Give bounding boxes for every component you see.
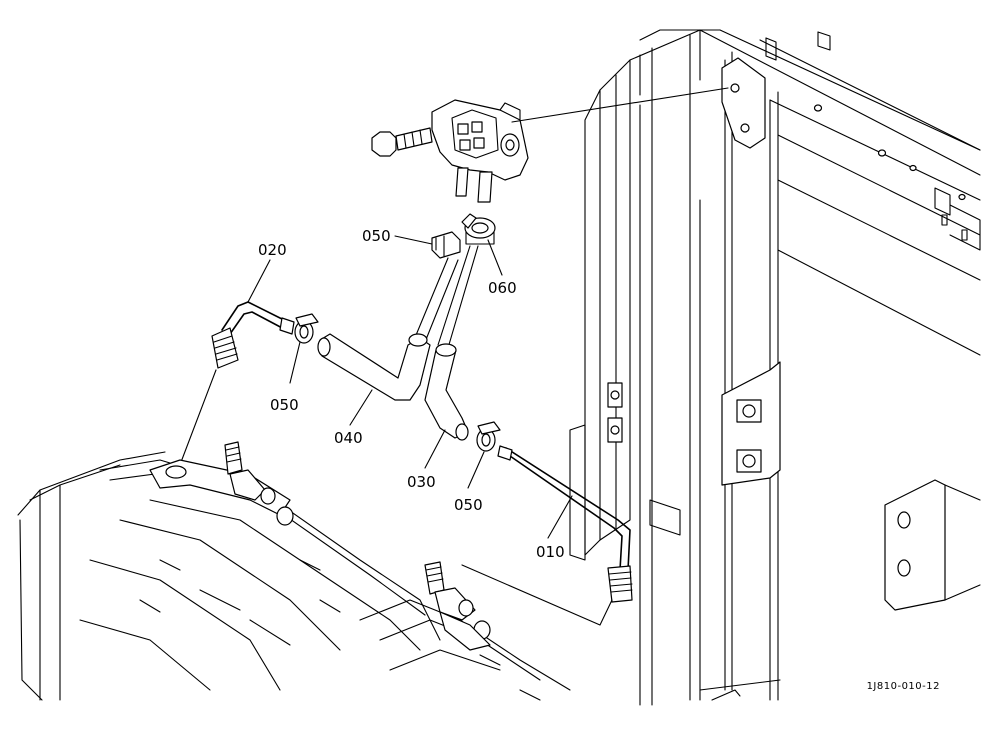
label-050-upper: 050	[362, 227, 391, 245]
hose-040	[317, 333, 431, 401]
label-050-right: 050	[454, 496, 483, 514]
label-050-left: 050	[270, 396, 299, 414]
sensor-hoses	[413, 245, 479, 349]
hose-clamp-060	[461, 213, 496, 245]
label-040: 040	[334, 429, 363, 447]
pipe-010	[497, 445, 633, 603]
leader-lines	[177, 87, 729, 626]
chassis-frame	[569, 29, 981, 706]
pipe-020	[211, 301, 295, 369]
part-labels: 020 050 060 050 040 030 050 010	[258, 227, 565, 561]
hose-clamp-left	[294, 313, 319, 344]
exhaust-filter-body	[17, 441, 571, 701]
drawing-id: 1J810-010-12	[866, 681, 940, 692]
label-060: 060	[488, 279, 517, 297]
pressure-sensor-assembly	[371, 99, 529, 203]
hose-clamp-right	[476, 421, 501, 452]
label-010: 010	[536, 543, 565, 561]
hose-030	[424, 343, 469, 441]
label-030: 030	[407, 473, 436, 491]
hose-clamp-upper	[431, 231, 461, 259]
label-020: 020	[258, 241, 287, 259]
